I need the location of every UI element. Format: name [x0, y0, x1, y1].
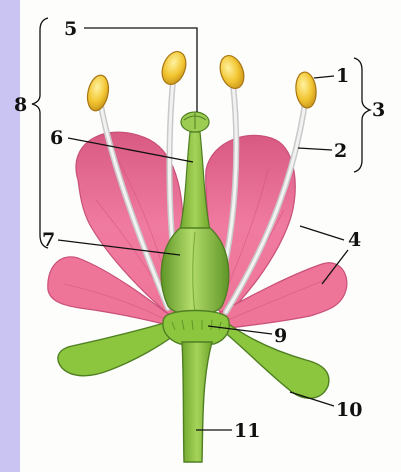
label-4: 4 — [348, 229, 361, 251]
label-5: 5 — [64, 18, 77, 40]
label-11: 11 — [234, 420, 260, 442]
anther-2 — [158, 48, 190, 87]
leader-4a — [300, 226, 344, 240]
label-6: 6 — [50, 127, 63, 149]
label-10: 10 — [336, 399, 362, 421]
flower-stem — [182, 342, 212, 462]
anthers — [84, 48, 317, 112]
anther-3 — [216, 52, 248, 91]
label-9: 9 — [274, 325, 287, 347]
label-2: 2 — [334, 140, 347, 162]
bracket-8 — [32, 18, 48, 248]
pistil-ovary — [161, 228, 229, 315]
pistil-stigma — [181, 112, 209, 132]
sepal-left — [58, 322, 176, 376]
label-8: 8 — [14, 94, 27, 116]
bracket-3 — [354, 58, 370, 172]
label-1: 1 — [336, 65, 349, 87]
label-7: 7 — [42, 229, 55, 251]
leader-2 — [298, 148, 332, 150]
anther-1 — [84, 73, 111, 112]
leader-1 — [314, 76, 334, 78]
anther-4 — [294, 71, 318, 109]
label-3: 3 — [372, 99, 385, 121]
